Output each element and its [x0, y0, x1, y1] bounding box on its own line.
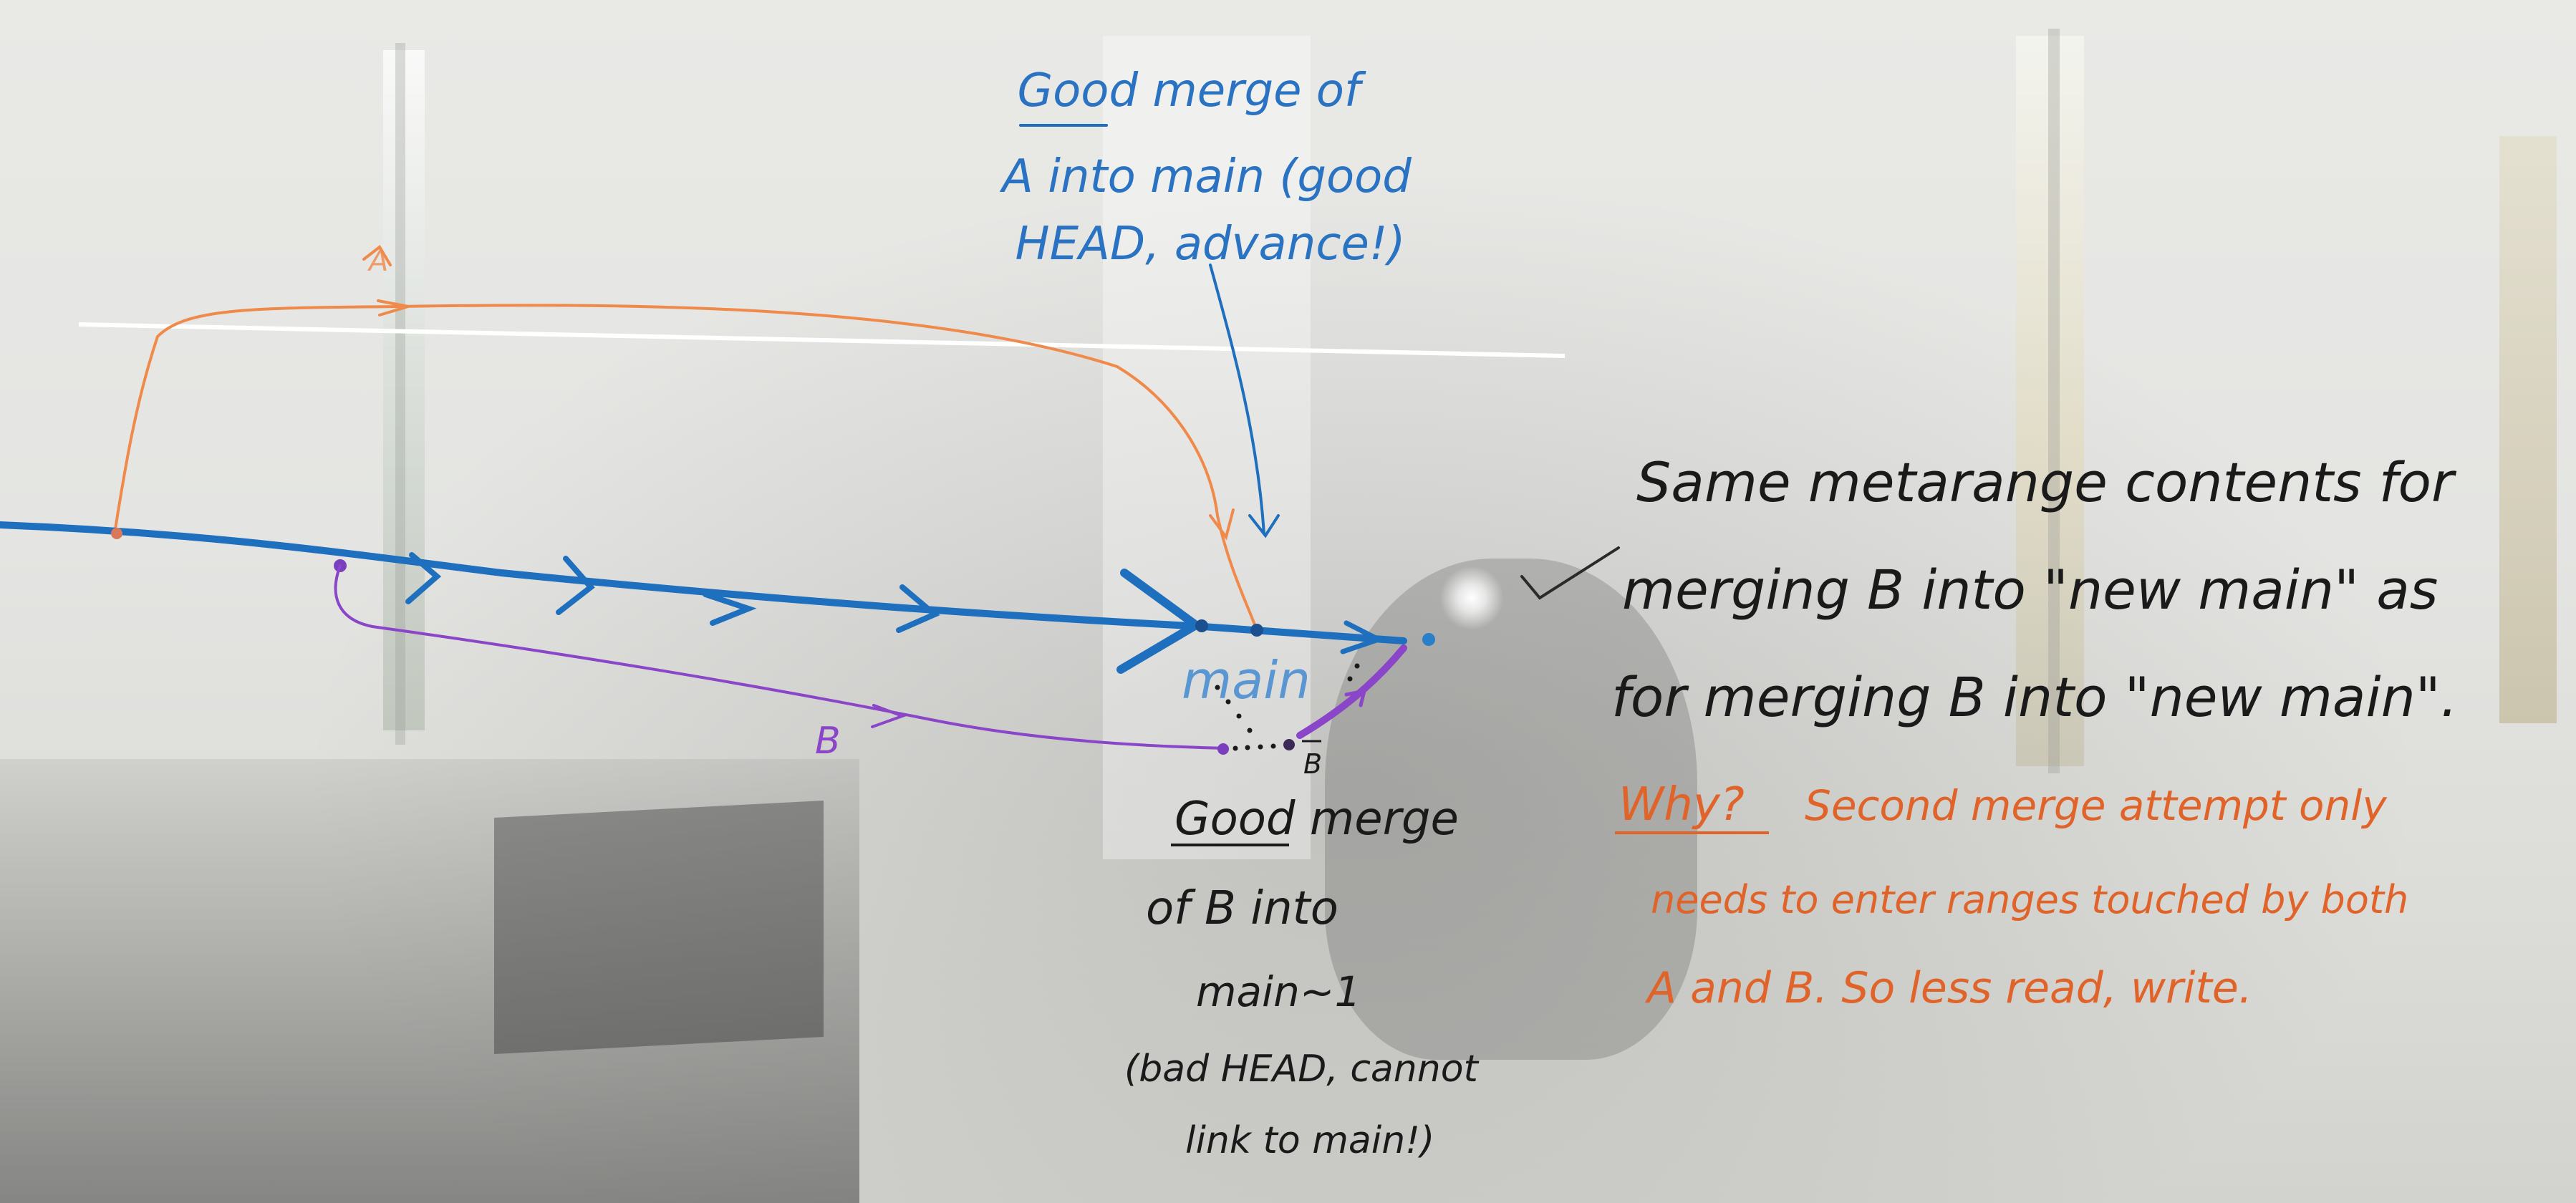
light-glare [1439, 566, 1504, 630]
why-note-line: Second merge attempt only [1805, 781, 2387, 830]
right-note-line: merging B into "new main" as [1622, 558, 2438, 622]
top-note-arrow [1019, 124, 1280, 538]
main-branch-label: main [1182, 650, 1311, 710]
commit-dot [1422, 633, 1435, 646]
top-note-line: Good merge of [1018, 64, 1366, 117]
bottom-note-line: link to main!) [1185, 1119, 1434, 1162]
window-reflection-far-right [2499, 136, 2557, 723]
why-note-line: A and B. So less read, write. [1644, 963, 2252, 1013]
window-frame-left [395, 43, 405, 745]
right-note: Same metarange contents for merging B in… [1611, 450, 2458, 729]
branch-a-line [113, 245, 1258, 632]
commit-dot [1250, 624, 1263, 637]
branch-b-line [334, 564, 1407, 750]
why-label: Why? [1619, 778, 1745, 831]
bottom-note-line: of B into [1146, 882, 1338, 935]
right-note-line: Same metarange contents for [1636, 450, 2457, 514]
checkmark [1520, 546, 1620, 600]
top-note: Good merge of A into main (good HEAD, ad… [999, 64, 1412, 271]
bottom-note-line: (bad HEAD, cannot [1124, 1048, 1480, 1091]
top-note-line: A into main (good [999, 150, 1412, 203]
panel-reflection-center [1103, 36, 1311, 859]
window-reflection-left [383, 50, 425, 730]
bottom-note: Good merge of B into main~1 (bad HEAD, c… [1124, 793, 1480, 1162]
light-reflection-line [78, 322, 1566, 358]
bottom-note-line: main~1 [1196, 967, 1361, 1016]
branch-a-label: A [367, 245, 388, 278]
commit-dot [1283, 739, 1295, 750]
why-note: Why? Second merge attempt only needs to … [1615, 778, 2408, 1013]
top-note-line: HEAD, advance!) [1016, 218, 1406, 271]
window-frame-right [2048, 29, 2060, 773]
commit-dot [1217, 743, 1229, 755]
branch-b-small-label: B [1303, 748, 1322, 780]
bottom-note-line: Good merge [1174, 793, 1459, 846]
branch-b-label: B [815, 720, 841, 763]
dotted-connector [1215, 663, 1360, 751]
commit-dot [1195, 619, 1208, 632]
main-branch-line [0, 521, 1407, 674]
why-note-line: needs to enter ranges touched by both [1651, 877, 2408, 922]
right-note-line: for merging B into "new main". [1611, 665, 2458, 729]
desk-reflection [0, 759, 859, 1203]
window-reflection-right [2016, 36, 2084, 766]
commit-dot [111, 528, 122, 539]
